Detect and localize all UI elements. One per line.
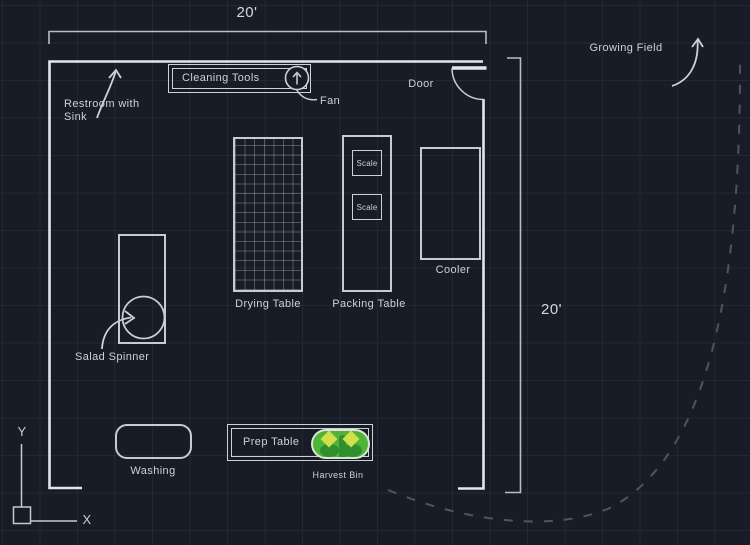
prep-table-box: Prep Table xyxy=(227,424,373,461)
axis-x-label: X xyxy=(82,512,92,527)
axis-y-label: Y xyxy=(17,424,27,439)
washing-sink xyxy=(115,424,192,459)
fan-arrowhead-icon xyxy=(292,71,302,78)
cooler xyxy=(420,147,481,260)
prep-table-inner: Prep Table xyxy=(231,428,369,457)
restroom-label: Restroom with Sink xyxy=(64,98,140,123)
restroom-arrow-icon xyxy=(96,71,117,119)
dimension-bracket-right xyxy=(505,57,522,494)
growing-field-path-icon xyxy=(387,57,742,523)
fan-label: Fan xyxy=(320,95,341,107)
cooler-label: Cooler xyxy=(435,264,471,276)
scale-box-2: Scale xyxy=(352,194,382,220)
harvest-bin-label: Harvest Bin xyxy=(312,470,364,480)
fan-leader-line xyxy=(295,89,318,101)
drying-table xyxy=(233,137,303,292)
washing-label: Washing xyxy=(130,465,176,477)
salad-spinner-arrowhead-icon xyxy=(124,310,136,325)
salad-spinner-arrow-icon xyxy=(101,316,132,350)
cleaning-tools-box: Cleaning Tools xyxy=(168,64,311,93)
restroom-arrowhead-icon xyxy=(108,68,122,79)
scale-label-1: Scale xyxy=(356,158,378,168)
prep-table-label: Prep Table xyxy=(243,436,300,448)
dimension-bracket-top xyxy=(48,30,487,44)
growing-field-arrowhead-icon xyxy=(691,37,704,48)
door-swing-arc-icon xyxy=(451,67,484,101)
cleaning-tools-inner: Cleaning Tools xyxy=(172,68,307,89)
growing-field-label: Growing Field xyxy=(589,42,663,54)
salad-spinner-icon xyxy=(121,295,166,340)
packing-table-label: Packing Table xyxy=(332,298,406,310)
salad-spinner-label: Salad Spinner xyxy=(75,351,150,363)
drying-table-label: Drying Table xyxy=(235,298,301,310)
salad-spinner-table xyxy=(118,234,166,344)
cleaning-tools-label: Cleaning Tools xyxy=(182,72,260,84)
dimension-right-label: 20' xyxy=(541,301,563,318)
bin-shadow-right xyxy=(343,444,362,457)
packing-table xyxy=(342,135,392,292)
scale-label-2: Scale xyxy=(356,202,378,212)
bin-shadow-mid xyxy=(339,435,346,457)
harvest-bin-icon xyxy=(311,429,370,459)
axis-origin-icon xyxy=(12,506,32,525)
door-label: Door xyxy=(408,78,434,90)
dimension-top-label: 20' xyxy=(236,4,258,21)
bin-shadow-left xyxy=(320,444,339,457)
scale-box-1: Scale xyxy=(352,150,382,176)
wall-right-bottom xyxy=(458,99,485,490)
growing-field-arrow-icon xyxy=(671,39,699,87)
wall-left-top xyxy=(48,60,483,490)
